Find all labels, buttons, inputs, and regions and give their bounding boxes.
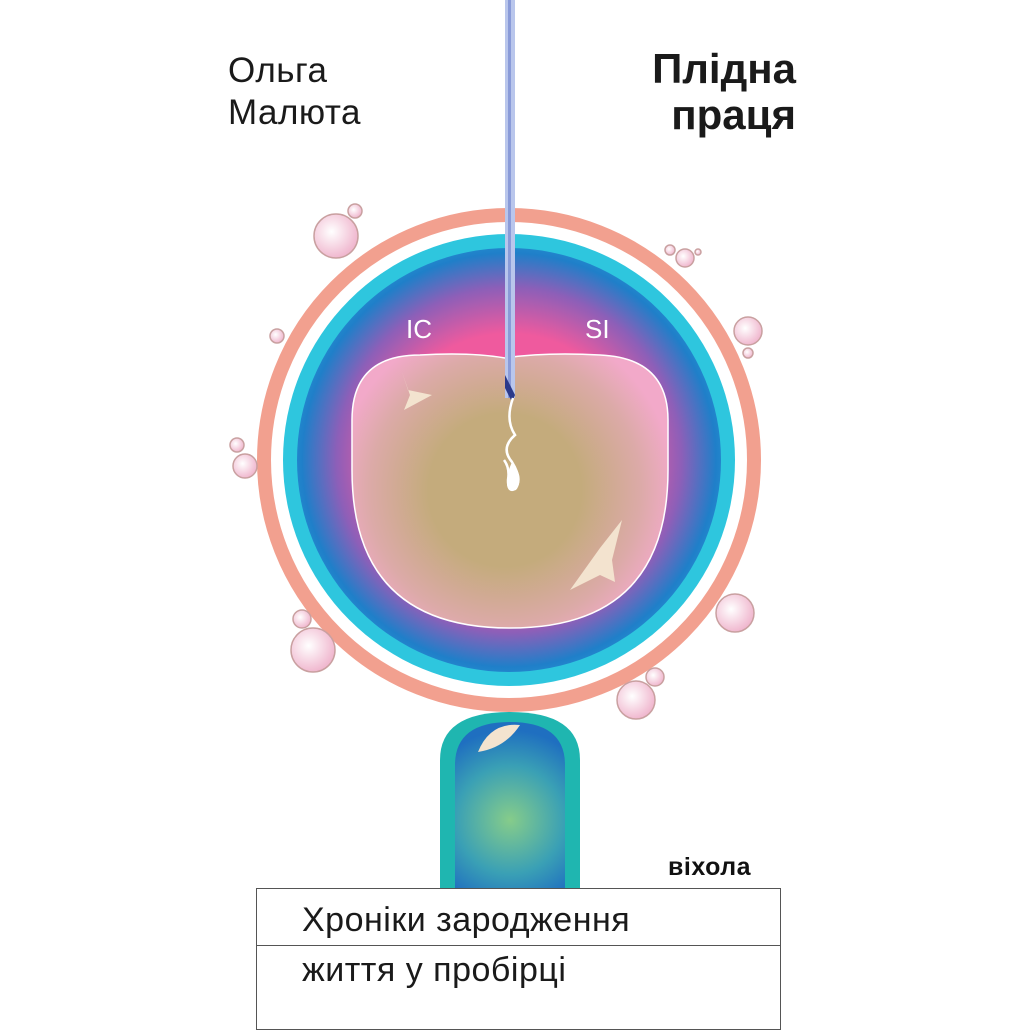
label-si: SI <box>585 314 610 344</box>
author-first-name: Ольга <box>228 51 328 90</box>
divider <box>257 945 780 946</box>
subtitle-line-1: Хроніки зародження <box>302 901 631 939</box>
subtitle-line-2: життя у пробірці <box>302 951 567 989</box>
subtitle-box: Хроніки зародження життя у пробірці <box>256 888 781 1030</box>
label-ic: IC <box>406 314 432 344</box>
title-line-1: Плідна <box>652 45 796 92</box>
oocyte-cytoplasm <box>351 353 669 629</box>
injection-needle <box>502 0 520 491</box>
author-name: Ольга Малюта <box>228 50 361 134</box>
holding-pipette <box>440 712 580 888</box>
book-title: Плідна праця <box>652 46 796 138</box>
bubbles <box>229 203 763 720</box>
author-last-name: Малюта <box>228 93 362 132</box>
publisher-logo: віхола <box>668 853 752 881</box>
title-line-2: праця <box>671 91 796 138</box>
